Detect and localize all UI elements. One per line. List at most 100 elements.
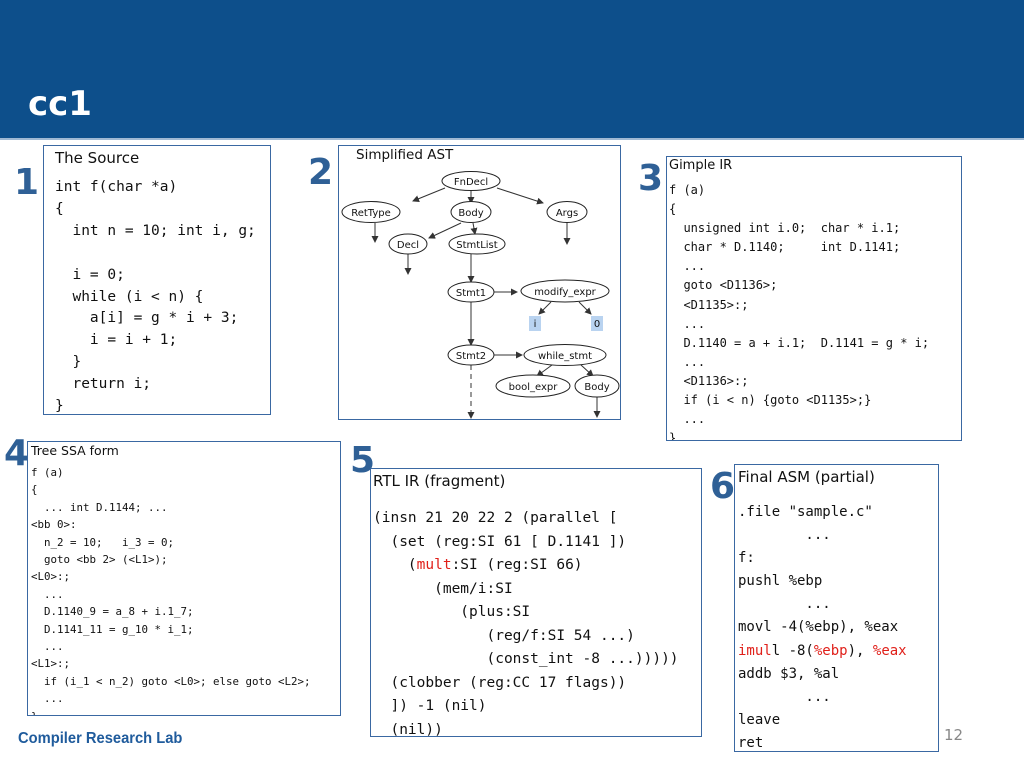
gimple-line-7: <D1135>:; bbox=[669, 297, 749, 312]
ssa-line-7: <L0>:; bbox=[31, 570, 71, 584]
gimple-line-9: D.1140 = a + i.1; D.1141 = g * i; bbox=[669, 335, 930, 350]
rtl-line-10: (nil)) bbox=[373, 721, 443, 737]
rtl-line-3-rest: :SI (reg:SI 66) bbox=[451, 557, 583, 573]
gimple-line-14: } bbox=[669, 431, 677, 441]
asm-line-3: f: bbox=[738, 550, 755, 567]
ast-panel: Simplified AST bbox=[338, 145, 621, 420]
panel-number-4: 4 bbox=[4, 433, 30, 474]
source-line-9: } bbox=[55, 354, 82, 371]
asm-code: .file "sample.c" ... f: pushl %ebp ... m… bbox=[738, 501, 907, 751]
ssa-line-2: { bbox=[31, 483, 38, 497]
ast-node-labels: FnDecl RetType Body Args Decl StmtList S… bbox=[351, 177, 609, 393]
ast-node-decl: Decl bbox=[397, 240, 419, 251]
asm-line-7-a: l -8( bbox=[771, 642, 814, 659]
asm-panel: Final ASM (partial) .file "sample.c" ...… bbox=[734, 464, 939, 752]
source-line-2: { bbox=[55, 200, 64, 217]
ssa-line-15: } bbox=[31, 710, 38, 715]
ssa-line-1: f (a) bbox=[31, 466, 64, 479]
ast-node-stmt2: Stmt2 bbox=[456, 351, 486, 362]
source-line-1: int f(char *a) bbox=[55, 179, 178, 195]
ast-node-while-stmt: while_stmt bbox=[538, 351, 592, 362]
rtl-line-3-indent: ( bbox=[373, 557, 417, 573]
rtl-line-2: (set (reg:SI 61 [ D.1141 ]) bbox=[373, 533, 627, 550]
ast-node-body: Body bbox=[458, 208, 483, 219]
asm-title: Final ASM (partial) bbox=[738, 468, 875, 486]
ast-node-modify-expr: modify_expr bbox=[534, 287, 596, 298]
panel-number-6: 6 bbox=[710, 466, 736, 507]
source-line-7: a[i] = g * i + 3; bbox=[55, 310, 239, 327]
asm-line-2: ... bbox=[738, 527, 831, 544]
ssa-code: f (a) { ... int D.1144; ... <bb 0>: n_2 … bbox=[31, 464, 311, 715]
source-line-8: i = i + 1; bbox=[55, 332, 178, 349]
slide-header bbox=[0, 0, 1024, 140]
source-panel: The Source int f(char *a) { int n = 10; … bbox=[43, 145, 271, 415]
rtl-line-7: (const_int -8 ...))))) bbox=[373, 651, 679, 667]
gimple-line-2: { bbox=[669, 202, 677, 217]
gimple-line-5: ... bbox=[669, 259, 706, 274]
ssa-line-4: <bb 0>: bbox=[31, 518, 77, 532]
source-line-10: return i; bbox=[55, 376, 152, 393]
ast-node-body2: Body bbox=[584, 382, 609, 393]
ast-node-zero: 0 bbox=[594, 319, 600, 330]
asm-line-10: leave bbox=[738, 711, 781, 728]
ssa-line-5: n_2 = 10; i_3 = 0; bbox=[31, 535, 175, 549]
asm-imul-highlight: imul bbox=[738, 642, 772, 659]
rtl-title: RTL IR (fragment) bbox=[373, 472, 506, 490]
asm-line-6: movl -4(%ebp), %eax bbox=[738, 619, 899, 636]
gimple-line-6: goto <D1136>; bbox=[669, 278, 778, 293]
rtl-line-4: (mem/i:SI bbox=[373, 580, 513, 597]
rtl-line-6: (reg/f:SI 54 ...) bbox=[373, 627, 635, 644]
ast-node-shapes bbox=[341, 171, 620, 398]
gimple-panel: Gimple IR f (a) { unsigned int i.0; char… bbox=[666, 156, 962, 441]
gimple-code: f (a) { unsigned int i.0; char * i.1; ch… bbox=[669, 181, 930, 441]
ast-diagram: FnDecl RetType Body Args Decl StmtList S… bbox=[341, 171, 620, 419]
ast-node-fndecl: FnDecl bbox=[454, 177, 488, 188]
asm-line-9: ... bbox=[738, 688, 831, 705]
asm-line-7-b: ), bbox=[847, 642, 873, 659]
asm-line-4: pushl %ebp bbox=[738, 573, 823, 590]
source-line-6: while (i < n) { bbox=[55, 288, 204, 305]
ast-node-args: Args bbox=[556, 208, 578, 219]
ssa-line-10: D.1141_11 = g_10 * i_1; bbox=[31, 622, 194, 636]
rtl-line-8: (clobber (reg:CC 17 flags)) bbox=[373, 674, 627, 691]
asm-eax-highlight: %eax bbox=[872, 642, 907, 659]
source-line-5: i = 0; bbox=[55, 266, 125, 283]
gimple-title: Gimple IR bbox=[669, 158, 733, 173]
ast-leaf-i-box bbox=[529, 316, 541, 331]
ast-node-i: i bbox=[534, 319, 537, 330]
ast-title: Simplified AST bbox=[356, 147, 454, 163]
source-code: int f(char *a) { int n = 10; int i, g; i… bbox=[55, 177, 256, 415]
ssa-line-14: ... bbox=[31, 692, 64, 706]
gimple-line-4: char * D.1140; int D.1141; bbox=[669, 240, 901, 255]
rtl-panel: RTL IR (fragment) (insn 21 20 22 2 (para… bbox=[370, 468, 702, 737]
gimple-line-10: ... bbox=[669, 354, 706, 369]
gimple-line-1: f (a) bbox=[669, 183, 706, 197]
asm-line-11: ret bbox=[738, 734, 764, 751]
rtl-line-5: (plus:SI bbox=[373, 604, 531, 620]
gimple-line-8: ... bbox=[669, 316, 706, 331]
ssa-panel: Tree SSA form f (a) { ... int D.1144; ..… bbox=[27, 441, 341, 716]
ssa-line-9: D.1140_9 = a_8 + i.1_7; bbox=[31, 605, 194, 619]
asm-line-8: addb $3, %al bbox=[738, 665, 840, 682]
ast-node-bool-expr: bool_expr bbox=[509, 382, 559, 393]
ast-edges bbox=[371, 187, 601, 419]
ssa-line-13: if (i_1 < n_2) goto <L0>; else goto <L2>… bbox=[31, 674, 311, 688]
gimple-line-11: <D1136>:; bbox=[669, 373, 749, 388]
rtl-code: (insn 21 20 22 2 (parallel [ (set (reg:S… bbox=[373, 507, 679, 737]
gimple-line-12: if (i < n) {goto <D1135>;} bbox=[669, 393, 872, 408]
rtl-line-9: ]) -1 (nil) bbox=[373, 698, 487, 714]
panel-number-2: 2 bbox=[308, 152, 334, 193]
ast-node-stmtlist: StmtList bbox=[456, 240, 497, 251]
asm-line-1: .file "sample.c" bbox=[738, 504, 873, 520]
footer-lab-name: Compiler Research Lab bbox=[18, 730, 183, 747]
slide-title: cc1 bbox=[28, 84, 92, 124]
rtl-mult-highlight: mult bbox=[416, 557, 452, 573]
ssa-line-12: <L1>:; bbox=[31, 657, 71, 671]
ssa-title: Tree SSA form bbox=[31, 443, 119, 458]
source-title: The Source bbox=[55, 149, 140, 167]
ssa-line-6: goto <bb 2> (<L1>); bbox=[31, 553, 168, 567]
ast-node-stmt1: Stmt1 bbox=[456, 288, 486, 299]
source-line-11: } bbox=[55, 398, 64, 415]
gimple-line-3: unsigned int i.0; char * i.1; bbox=[669, 221, 901, 236]
panel-number-3: 3 bbox=[638, 158, 664, 199]
